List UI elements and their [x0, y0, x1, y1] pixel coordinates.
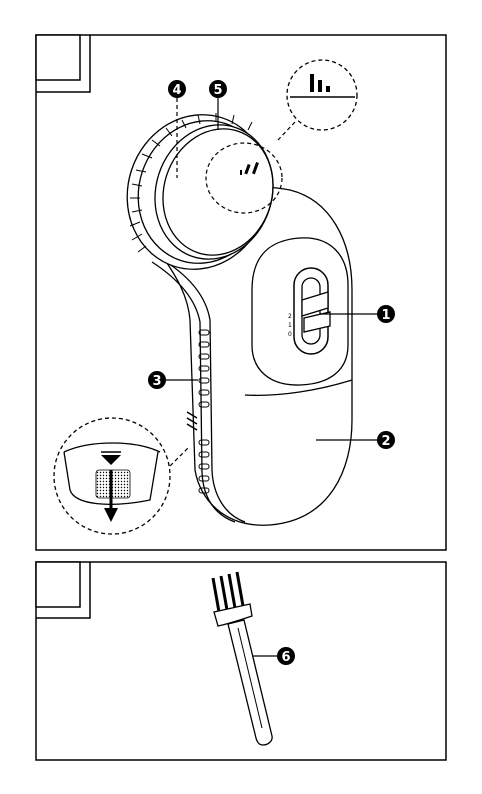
release-grip	[187, 412, 197, 430]
brush-handle	[228, 620, 272, 745]
callout-6-text: 6	[281, 650, 290, 665]
zoom-detail-height	[278, 60, 357, 140]
zoom-detail-release	[54, 418, 188, 534]
panel-b-label-box	[36, 562, 80, 607]
battery-compartment-seam	[245, 380, 352, 395]
callout-2: 2	[377, 431, 395, 449]
switch-mark-2: 2	[288, 313, 292, 320]
release-button[interactable]	[96, 470, 130, 498]
switch-mark-0: 0	[288, 331, 292, 338]
callout-2-text: 2	[381, 434, 390, 449]
callout-6: 6	[277, 647, 295, 665]
side-vents	[199, 330, 209, 493]
callout-5: 5	[209, 80, 227, 98]
switch-mark-1: 1	[288, 322, 292, 329]
callout-3-text: 3	[152, 374, 161, 389]
callout-4: 4	[168, 80, 186, 98]
callout-3: 3	[148, 371, 166, 389]
callout-1: 1	[377, 305, 395, 323]
callout-1-text: 1	[381, 308, 390, 323]
callout-5-text: 5	[213, 83, 222, 98]
panel-a: 1 2 3 4 5 2 1 0	[36, 35, 446, 550]
switch-position-marks: 2 1 0	[288, 313, 292, 338]
callout-4-text: 4	[172, 83, 181, 98]
panel-a-label-box	[36, 35, 80, 80]
switch-housing	[252, 238, 348, 385]
cleaning-brush	[213, 572, 272, 745]
shaving-head	[107, 96, 290, 288]
panel-b: 6	[36, 562, 446, 760]
